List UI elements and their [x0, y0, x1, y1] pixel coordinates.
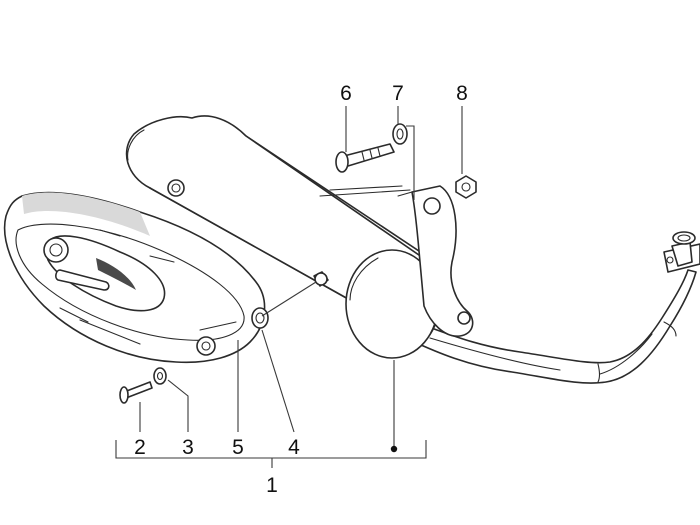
- part-8-nut: [455, 175, 477, 199]
- part-4-grommet: [251, 271, 329, 329]
- callout-7: 7: [392, 82, 404, 105]
- callout-3: 3: [182, 436, 194, 459]
- part-7-washer: [392, 123, 408, 145]
- part-2-screw: [119, 381, 153, 404]
- mounting-bracket: [397, 185, 474, 337]
- callout-5: 5: [232, 436, 244, 459]
- callout-1: 1: [266, 474, 278, 497]
- heat-shield-cover: [3, 191, 266, 364]
- callout-8: 8: [456, 82, 468, 105]
- part-6-bolt: [335, 143, 395, 173]
- callout-6: 6: [340, 82, 352, 105]
- assembly-dot-marker: [390, 445, 398, 453]
- pipe-flange: [663, 231, 700, 273]
- muffler-body: [125, 115, 441, 359]
- callout-4: 4: [288, 436, 300, 459]
- leader-lines: [115, 106, 463, 468]
- part-3-washer: [153, 367, 167, 385]
- callout-2: 2: [134, 436, 146, 459]
